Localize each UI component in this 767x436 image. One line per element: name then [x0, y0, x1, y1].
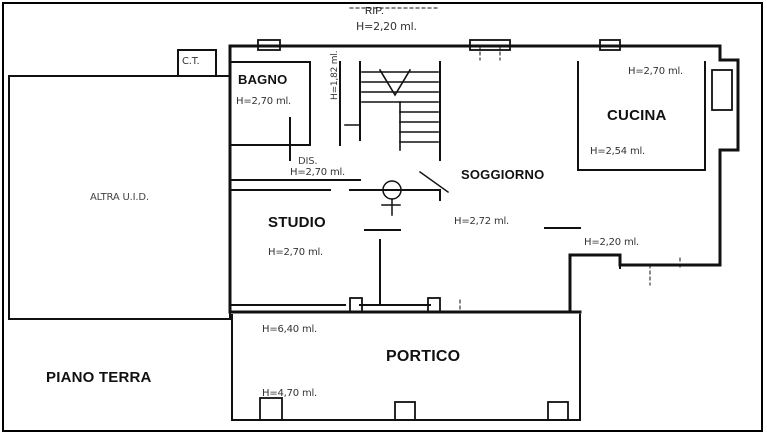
portico-height-bottom: H=4,70 ml. — [262, 388, 318, 399]
stair-height: H=1,82 ml. — [330, 50, 340, 100]
portico-label: PORTICO — [386, 348, 461, 365]
portico-height-top: H=6,40 ml. — [262, 324, 318, 335]
rip-label: RIP. — [365, 6, 384, 17]
pillars — [257, 39, 733, 421]
ct-label: C.T. — [182, 56, 200, 67]
staircase — [344, 68, 439, 151]
recess-height: H=2,20 ml. — [584, 237, 640, 248]
soggiorno-label: SOGGIORNO — [461, 167, 545, 182]
rip-height: H=2,20 ml. — [356, 20, 417, 33]
hidden-lines — [349, 7, 681, 396]
exterior-walls — [228, 44, 740, 314]
cucina-height-top: H=2,70 ml. — [628, 66, 684, 77]
dis-label: DIS. — [298, 156, 318, 167]
studio-label: STUDIO — [268, 214, 326, 231]
door-swing — [381, 170, 450, 216]
floor-label: PIANO TERRA — [46, 369, 152, 386]
bagno-label: BAGNO — [238, 72, 288, 87]
dis-height: H=2,70 ml. — [290, 167, 346, 178]
bagno-height: H=2,70 ml. — [236, 96, 292, 107]
interior-walls — [231, 61, 706, 306]
soggiorno-height: H=2,72 ml. — [454, 216, 510, 227]
drawing-frame — [2, 2, 763, 432]
ct-room-outline — [177, 49, 217, 77]
studio-height: H=2,70 ml. — [268, 247, 324, 258]
cucina-height-bottom: H=2,54 ml. — [590, 146, 646, 157]
altra-unita-label: ALTRA U.I.D. — [90, 192, 149, 203]
cucina-label: CUCINA — [607, 107, 667, 124]
